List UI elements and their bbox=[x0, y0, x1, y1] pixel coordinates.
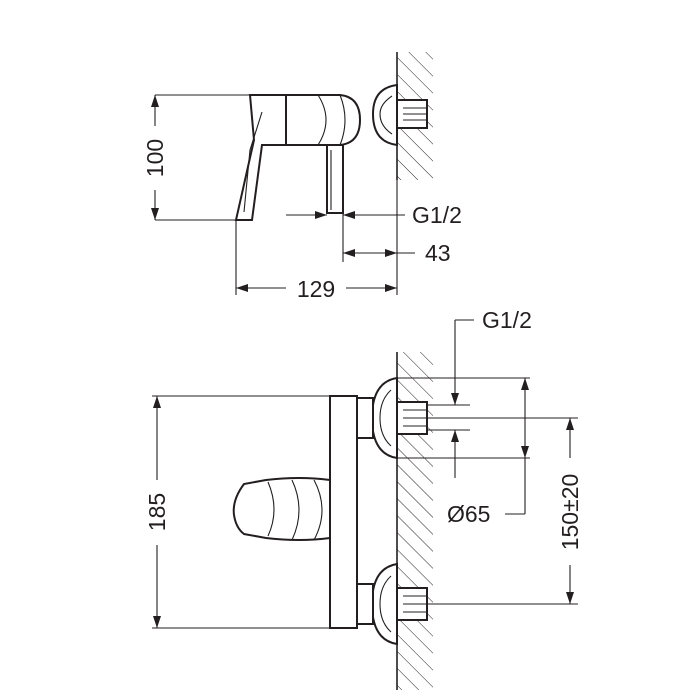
mixer-body-side bbox=[285, 94, 362, 146]
dimension-depth: 129 bbox=[297, 276, 335, 302]
outlet-side bbox=[326, 144, 344, 214]
lever-front bbox=[232, 477, 331, 541]
dimension-height-top: 100 bbox=[142, 139, 168, 177]
dimension-offset: 43 bbox=[425, 240, 451, 266]
rosette-side bbox=[371, 83, 398, 147]
side-view: 100 G1/2 43 129 bbox=[142, 52, 462, 302]
lever-side bbox=[234, 94, 287, 221]
dimension-spacing: 150±20 bbox=[557, 474, 583, 551]
thread-label-front: G1/2 bbox=[482, 307, 532, 333]
dimension-rosette-diameter: Ø65 bbox=[447, 501, 490, 527]
upper-rosette bbox=[370, 376, 398, 460]
thread-label-top: G1/2 bbox=[412, 202, 462, 228]
mixer-body-front bbox=[329, 395, 358, 629]
lower-rosette bbox=[370, 562, 398, 646]
dimension-height-front: 185 bbox=[144, 493, 170, 531]
front-view: 185 G1/2 Ø65 150±20 bbox=[144, 307, 583, 690]
